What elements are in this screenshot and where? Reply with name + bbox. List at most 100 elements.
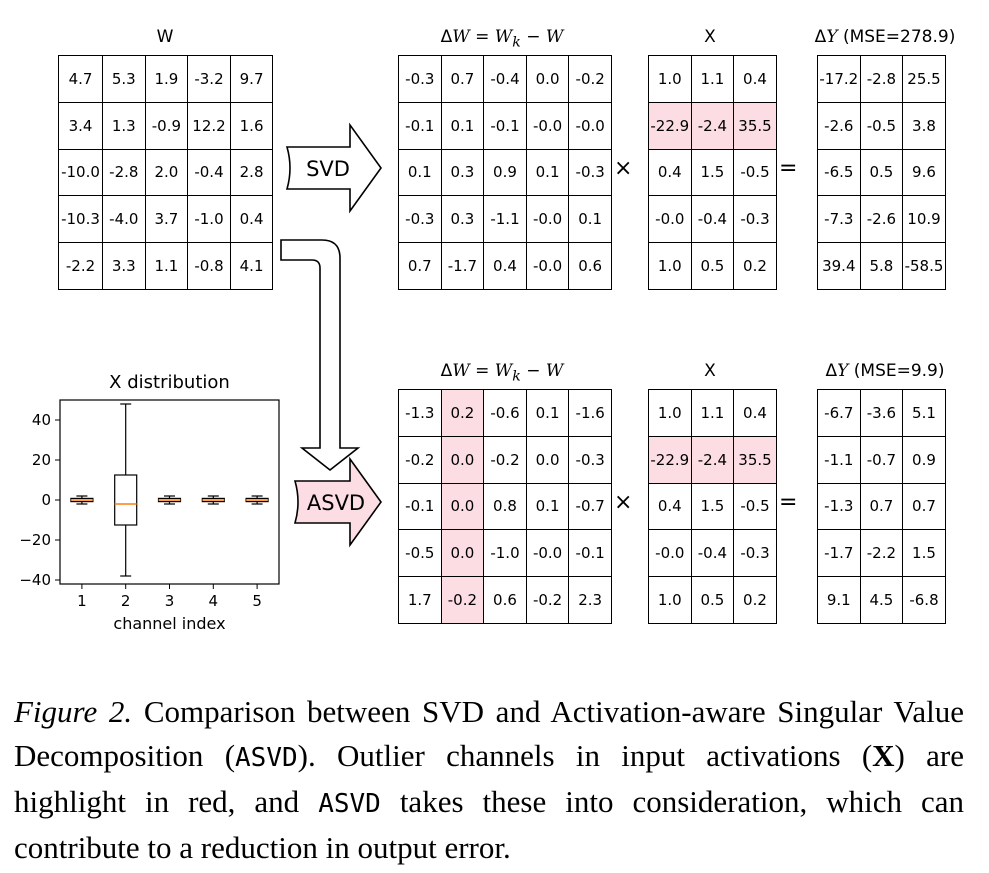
- matrix-cell: -0.1: [568, 529, 612, 578]
- matrix-cell: 0.4: [648, 482, 692, 531]
- matrix-cell: 39.4: [817, 242, 861, 290]
- matrix-cell: 2.3: [568, 576, 612, 624]
- svd-arrow: [285, 122, 382, 214]
- matrix-cell: -0.1: [483, 101, 527, 150]
- matrix-cell: 0.1: [568, 195, 612, 244]
- matrix-cell: 0.5: [859, 148, 904, 197]
- matrix-cell: -0.6: [483, 389, 527, 437]
- caption-text-3: ) are highlight in red, and: [14, 738, 964, 819]
- matrix-cell: -2.2: [58, 242, 103, 290]
- matrix-cell: -7.3: [817, 195, 861, 244]
- matrix-cell: -2.4: [690, 435, 735, 484]
- matrix-cell: -17.2: [817, 55, 861, 103]
- matrix-cell: 0.9: [902, 435, 946, 484]
- matrix-cell: 1.7: [398, 576, 442, 624]
- matrix-cell: -1.1: [483, 195, 527, 244]
- matrix-cell: -1.3: [398, 389, 442, 437]
- matrix-cell: -0.4: [690, 529, 735, 578]
- matrix-cell: -0.5: [733, 482, 777, 531]
- matrix-cell: 0.7: [902, 482, 946, 531]
- matrix-cell: 0.4: [229, 195, 274, 244]
- matrix-cell: -2.6: [859, 195, 904, 244]
- caption-text-2: ). Outlier channels in input activations…: [297, 738, 873, 773]
- matrix-cell: 9.6: [902, 148, 946, 197]
- figure-caption: Figure 2. Comparison between SVD and Act…: [14, 690, 964, 870]
- matrix-cell: -6.8: [902, 576, 946, 624]
- matrix-cell: -0.3: [733, 195, 777, 244]
- matrix-cell: -0.0: [525, 101, 570, 150]
- matrix-cell: -0.7: [568, 482, 612, 531]
- matrix-cell: -0.0: [525, 529, 570, 578]
- top-x-label: X: [704, 27, 716, 47]
- matrix-cell: -0.0: [525, 242, 570, 290]
- y-tick-label: 20: [32, 451, 51, 469]
- matrix-cell: -3.2: [187, 55, 231, 103]
- y-tick-label: 40: [32, 411, 51, 429]
- caption-asvd-2: ASVD: [318, 789, 381, 819]
- matrix-cell: 4.7: [58, 55, 103, 103]
- matrix-cell: -10.3: [58, 195, 103, 244]
- matrix-cell: 0.0: [440, 482, 485, 531]
- svd-arrow-label: SVD: [306, 157, 350, 181]
- matrix-cell: -3.6: [859, 389, 904, 437]
- matrix-row: -0.0-0.4-0.3: [648, 195, 777, 244]
- matrix-cell: 5.8: [859, 242, 904, 290]
- matrix-cell: 1.5: [902, 529, 946, 578]
- matrix-cell: 0.1: [525, 148, 570, 197]
- matrix-cell: 3.8: [902, 101, 946, 150]
- matrix-cell: -0.4: [483, 55, 527, 103]
- caption-x-bold: X: [872, 738, 895, 773]
- matrix-cell: 0.4: [733, 389, 777, 437]
- x-tick-label: 2: [121, 592, 131, 610]
- matrix-cell: 25.5: [902, 55, 946, 103]
- matrix-cell: 4.1: [229, 242, 274, 290]
- caption-text-4: takes these into consideration, which ca…: [14, 784, 964, 865]
- connector-arrow: [280, 239, 361, 472]
- matrix-cell: 1.5: [690, 482, 735, 531]
- matrix-cell: 35.5: [733, 435, 777, 484]
- matrix-cell: 0.2: [733, 242, 777, 290]
- w-matrix-label: W: [156, 27, 174, 47]
- matrix-cell: -0.9: [144, 101, 189, 150]
- y-tick-label: −20: [19, 531, 51, 549]
- x-tick-label: 5: [252, 592, 262, 610]
- y-tick-label: 0: [41, 491, 51, 509]
- matrix-cell: 0.9: [483, 148, 527, 197]
- x-tick-label: 3: [165, 592, 175, 610]
- bottom-delta-y-label: ΔY (MSE=9.9): [825, 361, 945, 381]
- matrix-cell: 1.1: [144, 242, 189, 290]
- matrix-cell: 0.0: [440, 435, 485, 484]
- box-body: [114, 474, 138, 526]
- top-delta-w-label: ΔW = Wk − W: [440, 27, 564, 51]
- arrows-layer: SVD ASVD: [280, 122, 382, 548]
- matrix-cell: 1.5: [690, 148, 735, 197]
- matrix-cell: 9.7: [229, 55, 274, 103]
- matrix-cell: 0.2: [440, 389, 485, 437]
- matrix-cell: -0.3: [568, 148, 612, 197]
- asvd-arrow: [293, 456, 382, 548]
- bottom-x-label: X: [704, 361, 716, 381]
- matrix-cell: 1.6: [229, 101, 274, 150]
- matrix-cell: -1.7: [440, 242, 485, 290]
